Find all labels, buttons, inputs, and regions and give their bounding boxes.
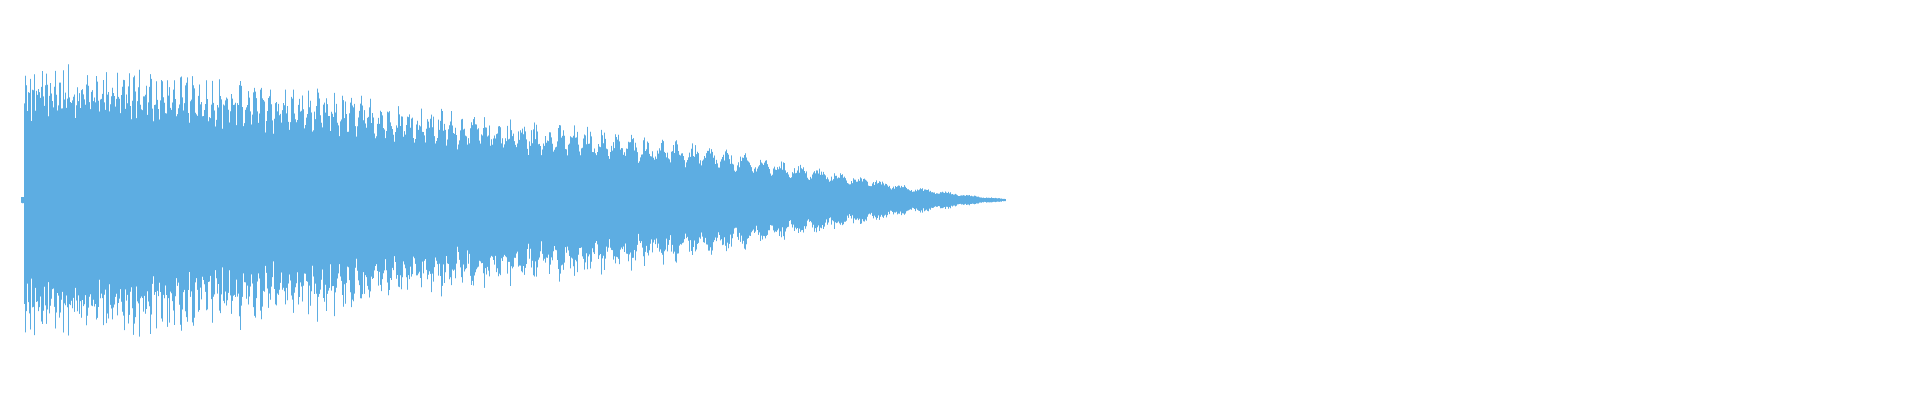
waveform-samples (21, 64, 1006, 337)
